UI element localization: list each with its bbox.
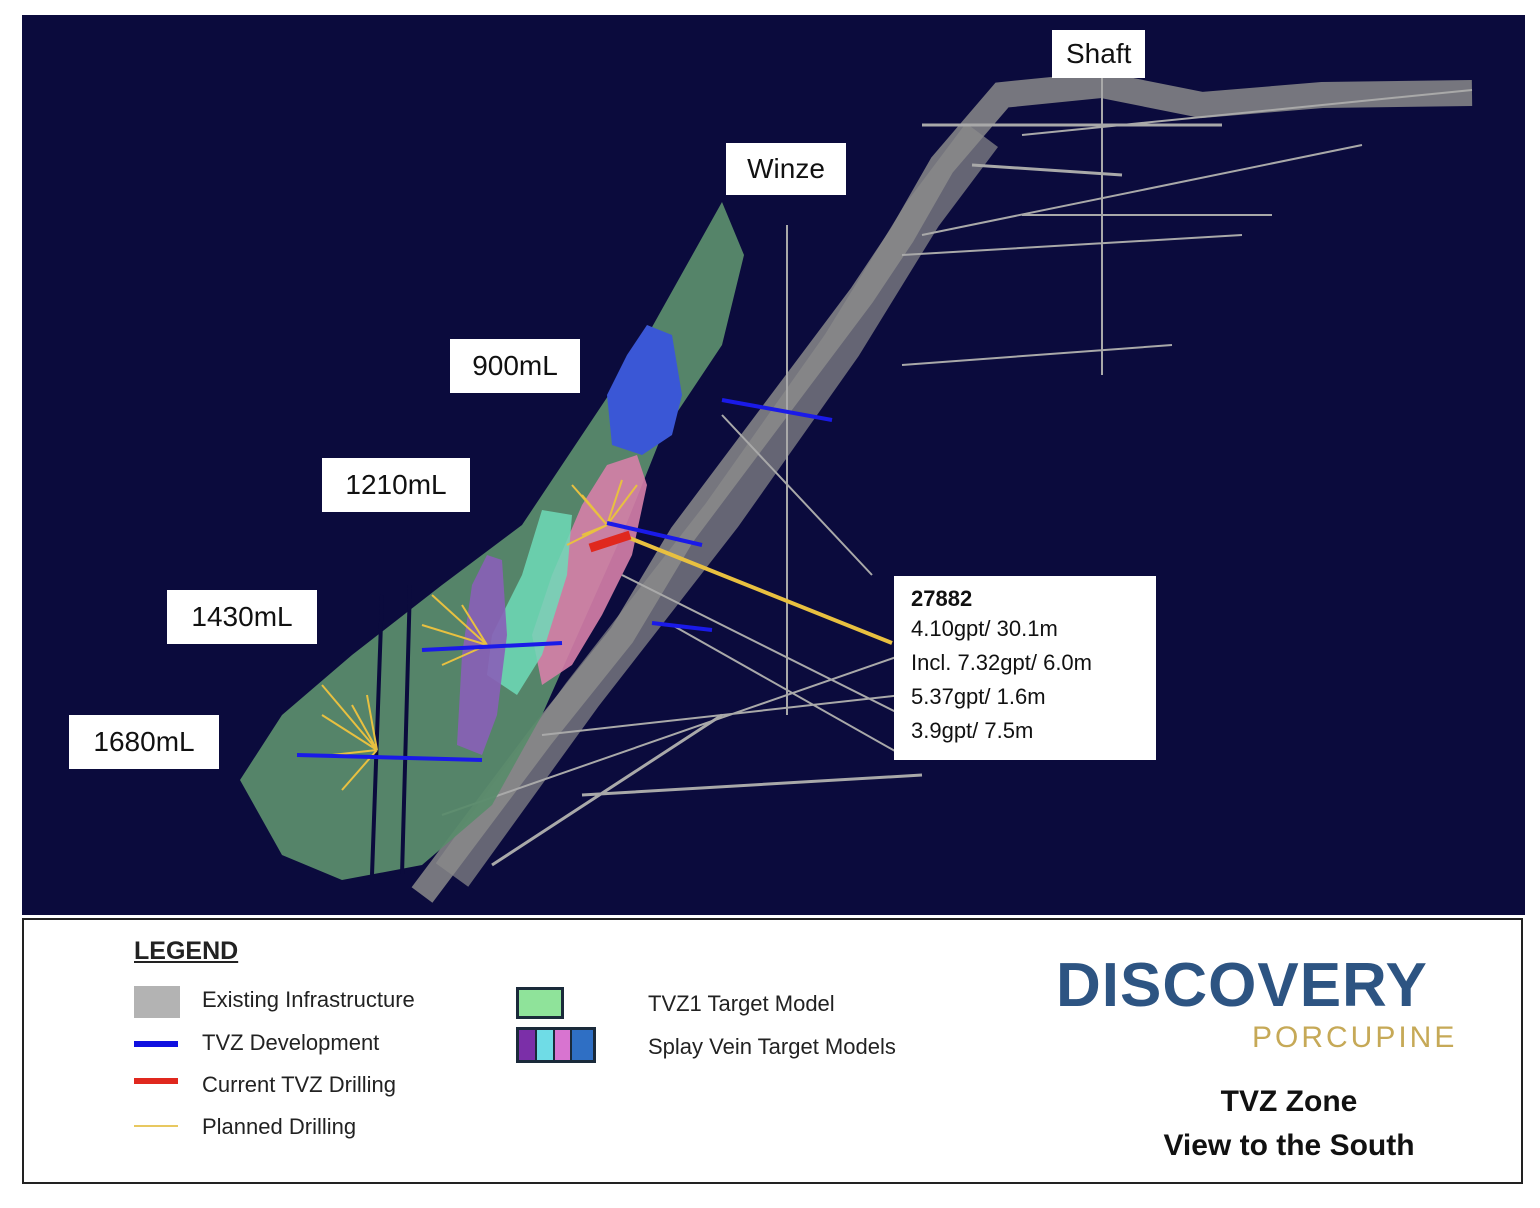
splay-vein-pink: [532, 455, 647, 685]
discovery-logo: DISCOVERY: [1056, 951, 1428, 1020]
legend-label: Existing Infrastructure: [202, 987, 415, 1012]
result-line: 3.9gpt/ 7.5m: [911, 718, 1034, 743]
tvz1-swatch: [516, 987, 564, 1019]
existing-infrastructure: [411, 70, 1473, 903]
shaft-label: Shaft: [1052, 30, 1146, 78]
level-1430-label: 1430mL: [167, 590, 317, 644]
tvz1-target-model: [240, 202, 744, 880]
shaft-line: [370, 584, 412, 876]
mine-model-view: Shaft Winze 900mL 1210mL 1430mL 1680mL 2…: [22, 15, 1525, 915]
hole-id: 27882: [911, 586, 973, 611]
level-1680-label: 1680mL: [69, 715, 219, 769]
planned-drilling-swatch: [134, 1125, 178, 1127]
splay-vein-purple: [457, 555, 507, 755]
result-line: 5.37gpt/ 1.6m: [911, 684, 1046, 709]
tvz-development: [296, 398, 833, 762]
legend-label: Planned Drilling: [202, 1114, 357, 1139]
development-swatch: [134, 1041, 178, 1047]
legend-label: Splay Vein Target Models: [648, 1034, 896, 1059]
legend-title: LEGEND: [134, 937, 239, 965]
splay-vein-blue: [607, 325, 682, 455]
legend-label: TVZ1 Target Model: [648, 991, 835, 1016]
porcupine-logo: PORCUPINE: [1252, 1021, 1458, 1054]
drill-result-callout: 27882 4.10gpt/ 30.1m Incl. 7.32gpt/ 6.0m…: [894, 576, 1156, 760]
current-tvz-drilling: [588, 530, 632, 553]
mine-model-graphic: [240, 70, 1473, 903]
result-line: Incl. 7.32gpt/ 6.0m: [911, 650, 1092, 675]
legend-panel: LEGEND Existing Infrastructure TVZ Devel…: [22, 918, 1523, 1184]
result-line: 4.10gpt/ 30.1m: [911, 616, 1058, 641]
winze-label: Winze: [726, 143, 846, 195]
legend-label: Current TVZ Drilling: [202, 1072, 396, 1097]
splay-vein-swatch: [516, 1027, 596, 1063]
splay-vein-teal: [487, 510, 572, 695]
title-line-2: View to the South: [1163, 1129, 1415, 1162]
current-drilling-swatch: [134, 1078, 178, 1084]
level-1210-label: 1210mL: [322, 458, 470, 512]
planned-drilling: [321, 479, 893, 791]
title-line-1: TVZ Zone: [1220, 1085, 1358, 1118]
level-900-label: 900mL: [450, 339, 580, 393]
legend-label: TVZ Development: [202, 1030, 380, 1055]
infrastructure-swatch: [134, 986, 180, 1018]
view-title: TVZ Zone View to the South: [1124, 1080, 1454, 1168]
